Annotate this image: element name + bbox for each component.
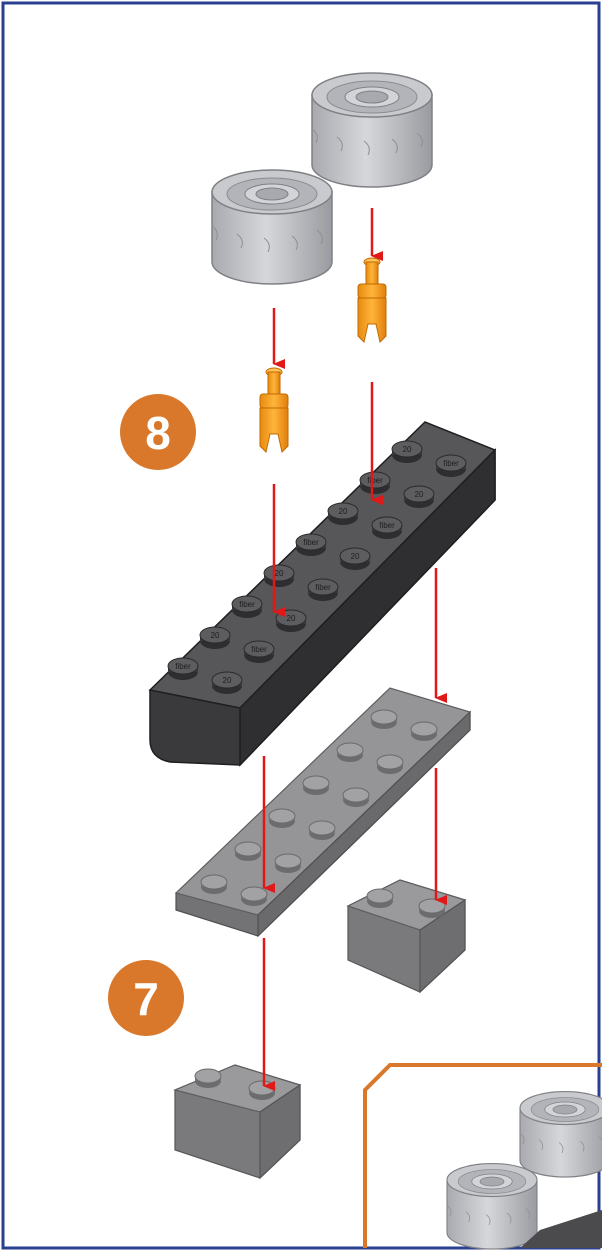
stud-label: 20 (223, 676, 232, 685)
stud-label: 20 (211, 631, 220, 640)
stud-label: fiber (303, 538, 319, 547)
stud-label: fiber (443, 459, 459, 468)
wheel-icon (312, 73, 432, 187)
stud-label: fiber (175, 662, 191, 671)
inset-preview-panel (365, 1065, 602, 1249)
stud (371, 710, 397, 729)
stud (201, 875, 227, 894)
stud (411, 722, 437, 741)
stud-label: 20 (351, 552, 360, 561)
stud (343, 788, 369, 807)
stud (309, 821, 335, 840)
stud-label: fiber (379, 521, 395, 530)
wheel-icon (212, 170, 332, 284)
stud-label: 20 (415, 490, 424, 499)
step-number: 7 (133, 973, 159, 1025)
stud (377, 755, 403, 774)
brick-icon (348, 880, 465, 992)
stud (269, 809, 295, 828)
connector-pin-icon (358, 258, 386, 342)
step-number: 8 (145, 407, 171, 459)
stud (275, 854, 301, 873)
stud-label: 20 (403, 445, 412, 454)
connector-pin-icon (260, 368, 288, 452)
stud-label: fiber (367, 476, 383, 485)
stud (303, 776, 329, 795)
stud-label: 20 (275, 569, 284, 578)
stud-label: fiber (251, 645, 267, 654)
stud-label: fiber (239, 600, 255, 609)
step-badge-7: 7 (108, 960, 184, 1036)
stud (337, 743, 363, 762)
brick-icon (175, 1065, 300, 1178)
step-badge-8: 8 (120, 394, 196, 470)
stud-label: 20 (287, 614, 296, 623)
stud (241, 887, 267, 906)
stud-label: fiber (315, 583, 331, 592)
stud (235, 842, 261, 861)
stud-label: 20 (339, 507, 348, 516)
